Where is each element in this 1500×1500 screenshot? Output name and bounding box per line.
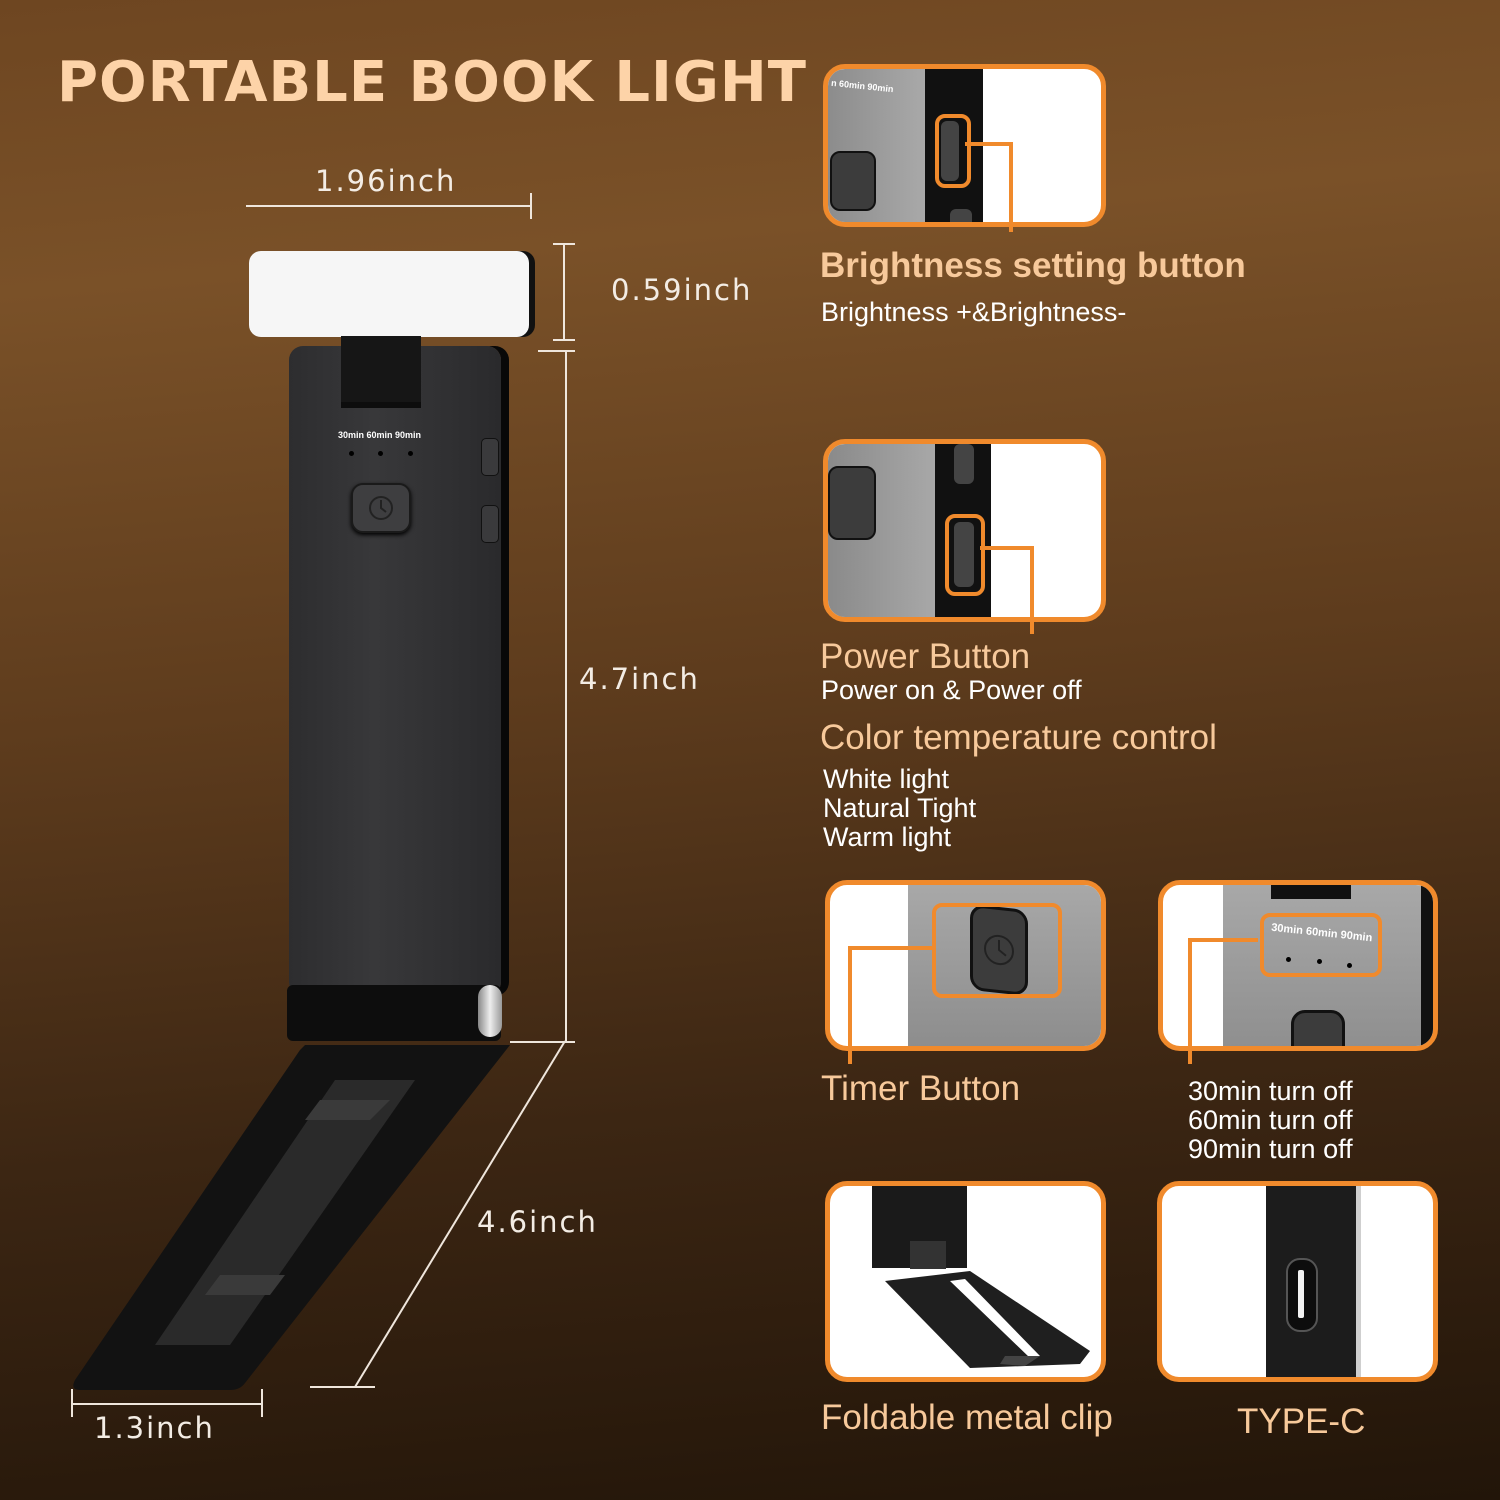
dimension-line bbox=[246, 205, 531, 207]
dimension-clip-width: 1.3inch bbox=[94, 1411, 215, 1445]
panel-timer-indicators: 30min 60min 90min bbox=[1158, 880, 1438, 1051]
leader-line bbox=[848, 946, 933, 950]
highlight-box bbox=[945, 514, 985, 596]
clip-hinge bbox=[287, 985, 501, 1041]
dimension-head-width: 1.96inch bbox=[315, 164, 457, 198]
feature-desc-power: Power on & Power off bbox=[821, 675, 1082, 705]
timer-option-90: 90min turn off bbox=[1188, 1134, 1353, 1164]
device-body bbox=[289, 346, 501, 996]
color-option-warm: Warm light bbox=[823, 822, 952, 852]
timer-option-60: 60min turn off bbox=[1188, 1105, 1353, 1135]
panel-brightness-button: n 60min 90min bbox=[823, 64, 1106, 227]
dimension-tick bbox=[530, 193, 532, 219]
leader-line bbox=[1009, 142, 1013, 232]
lamp-head bbox=[249, 251, 529, 337]
feature-title-color-temperature: Color temperature control bbox=[820, 718, 1217, 757]
timer-indicator-dot bbox=[1286, 957, 1291, 962]
brightness-button bbox=[941, 121, 959, 181]
panel-foldable-clip bbox=[825, 1181, 1106, 1382]
timer-button bbox=[351, 483, 411, 533]
timer-indicator-dot bbox=[349, 451, 354, 456]
dimension-line bbox=[565, 350, 567, 1042]
color-option-white: White light bbox=[823, 764, 950, 794]
feature-title-timer: Timer Button bbox=[821, 1069, 1021, 1108]
dimension-tick bbox=[71, 1389, 73, 1417]
panel-timer-button bbox=[825, 880, 1106, 1051]
timer-indicator-dot bbox=[1317, 959, 1322, 964]
leader-line bbox=[980, 546, 1034, 550]
timer-button bbox=[828, 466, 876, 540]
feature-desc-brightness: Brightness +&Brightness- bbox=[821, 297, 1127, 327]
head-hinge bbox=[341, 336, 421, 408]
usb-c-port-icon bbox=[1286, 1258, 1318, 1332]
leader-line bbox=[1188, 938, 1258, 942]
dimension-line-diagonal bbox=[310, 1040, 566, 1388]
timer-option-30: 30min turn off bbox=[1188, 1076, 1353, 1106]
timer-button bbox=[830, 151, 876, 211]
metal-clip bbox=[73, 1045, 510, 1390]
timer-labels: 30min 60min 90min bbox=[338, 430, 422, 440]
panel-power-button bbox=[823, 439, 1106, 622]
foldable-clip-image bbox=[872, 1186, 1090, 1368]
timer-button bbox=[1291, 1010, 1345, 1046]
color-option-natural: Natural Tight bbox=[823, 793, 977, 823]
dimension-tick bbox=[261, 1389, 263, 1417]
clock-icon bbox=[369, 496, 393, 520]
hinge-knob bbox=[478, 985, 502, 1037]
leader-line bbox=[1030, 546, 1034, 634]
dimension-tick bbox=[538, 350, 575, 352]
leader-line bbox=[848, 946, 852, 1064]
clock-icon bbox=[984, 934, 1014, 966]
feature-title-clip: Foldable metal clip bbox=[821, 1398, 1113, 1437]
timer-indicator-dot bbox=[378, 451, 383, 456]
dimension-line bbox=[563, 243, 565, 340]
dimension-body-height: 4.7inch bbox=[579, 662, 700, 696]
dimension-head-height: 0.59inch bbox=[611, 273, 753, 307]
highlight-box bbox=[935, 114, 971, 188]
brightness-button bbox=[954, 444, 974, 484]
feature-title-power: Power Button bbox=[820, 637, 1031, 676]
feature-title-brightness: Brightness setting button bbox=[820, 246, 1246, 285]
brightness-button bbox=[481, 438, 499, 476]
highlight-box bbox=[1260, 913, 1382, 977]
feature-title-type-c: TYPE-C bbox=[1237, 1402, 1366, 1441]
dimension-tick bbox=[553, 339, 575, 341]
highlight-box bbox=[932, 903, 1062, 998]
dimension-tick bbox=[510, 1041, 575, 1043]
timer-button bbox=[970, 903, 1028, 997]
power-button bbox=[954, 522, 974, 587]
page-title: PORTABLE BOOK LIGHT bbox=[57, 50, 807, 115]
dimension-clip-length: 4.6inch bbox=[477, 1205, 598, 1239]
timer-indicator-dot bbox=[1347, 963, 1352, 968]
leader-line bbox=[1188, 938, 1192, 1064]
power-button bbox=[481, 505, 499, 543]
leader-line bbox=[965, 142, 1013, 146]
dimension-line bbox=[72, 1403, 262, 1405]
timer-indicator-dot bbox=[408, 451, 413, 456]
panel-type-c bbox=[1157, 1181, 1438, 1382]
